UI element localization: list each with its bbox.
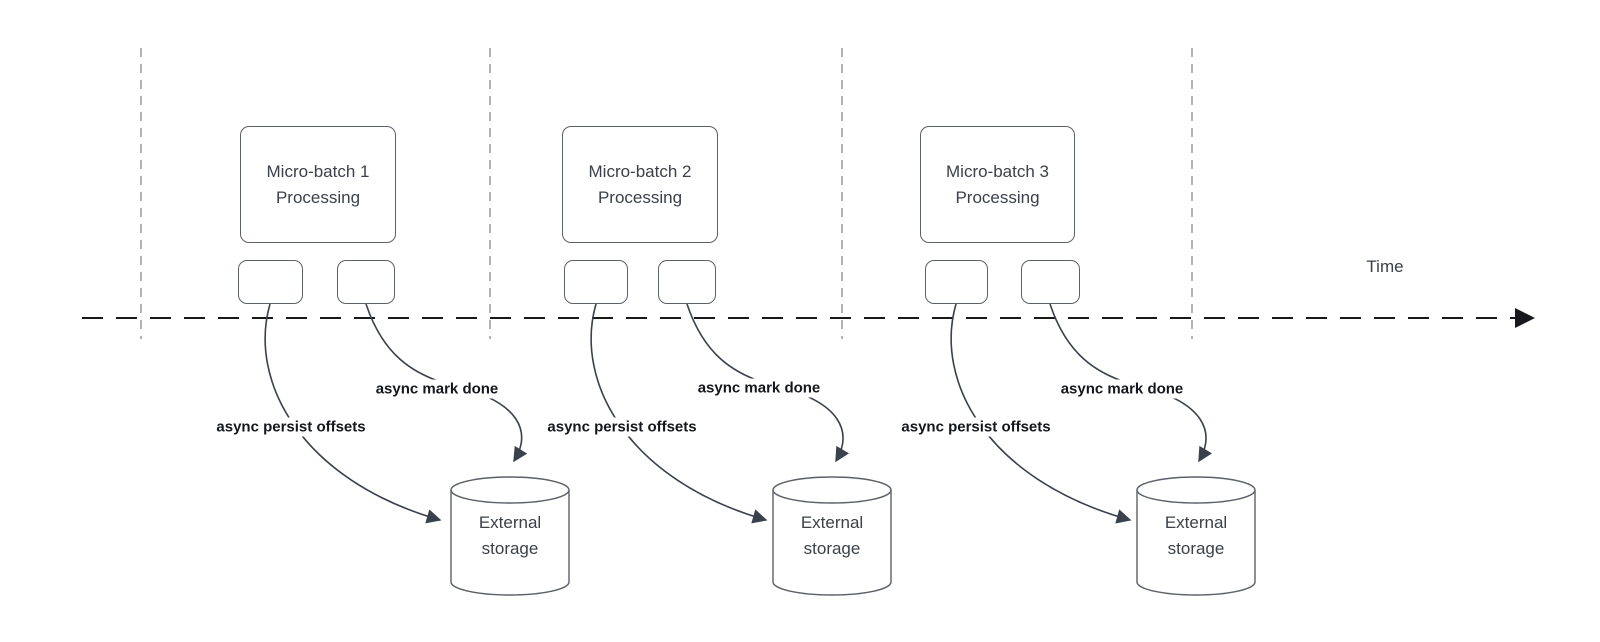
persist-offsets-label-3: async persist offsets bbox=[898, 417, 1054, 437]
mark-done-label-3: async mark done bbox=[1057, 379, 1187, 399]
micro-batch-2-processing-box: Micro-batch 2 Processing bbox=[562, 126, 718, 243]
micro-batch-2-title-line2: Processing bbox=[597, 187, 683, 207]
micro-batch-3-processing-box: Micro-batch 3 Processing bbox=[920, 126, 1075, 243]
external-storage-label-3-line1: External bbox=[1164, 513, 1228, 532]
mark-done-label-2: async mark done bbox=[694, 378, 824, 398]
micro-batch-3-title-line1: Micro-batch 3 bbox=[946, 161, 1049, 181]
mark-done-label-1: async mark done bbox=[372, 379, 502, 399]
persist-offsets-label-1: async persist offsets bbox=[213, 417, 369, 437]
external-storage-label-2-line2: storage bbox=[803, 539, 861, 558]
persist-offsets-arrow-3 bbox=[950, 303, 1132, 524]
external-storage-label-3: External storage bbox=[1165, 510, 1227, 562]
external-storage-cylinder-2 bbox=[772, 476, 892, 596]
external-storage-label-2: External storage bbox=[801, 510, 863, 562]
time-axis-label: Time bbox=[1366, 257, 1404, 276]
external-storage-label-1-line1: External bbox=[478, 513, 542, 532]
persist-offsets-label-2: async persist offsets bbox=[544, 417, 700, 437]
micro-batch-2-title-line1: Micro-batch 2 bbox=[588, 161, 692, 181]
mark-done-task-box-2 bbox=[658, 260, 716, 304]
micro-batch-1-title-line2: Processing bbox=[275, 187, 361, 207]
external-storage-cylinder-1 bbox=[450, 476, 570, 596]
persist-offsets-arrow-2 bbox=[590, 303, 768, 524]
mark-done-task-box-3 bbox=[1021, 260, 1080, 304]
micro-batch-1-title-line1: Micro-batch 1 bbox=[266, 161, 370, 181]
persist-offsets-task-box-2 bbox=[564, 260, 628, 304]
persist-offsets-task-box-3 bbox=[925, 260, 988, 304]
micro-batch-3-title-line2: Processing bbox=[955, 187, 1040, 207]
external-storage-label-2-line1: External bbox=[800, 513, 864, 532]
persist-offsets-arrow-1 bbox=[264, 303, 442, 524]
external-storage-cylinder-3 bbox=[1136, 476, 1256, 596]
mark-done-task-box-1 bbox=[337, 260, 395, 304]
external-storage-label-1-line2: storage bbox=[481, 539, 539, 558]
micro-batch-1-processing-box: Micro-batch 1 Processing bbox=[240, 126, 396, 243]
external-storage-label-3-line2: storage bbox=[1167, 539, 1225, 558]
persist-offsets-task-box-1 bbox=[238, 260, 303, 304]
external-storage-label-1: External storage bbox=[479, 510, 541, 562]
